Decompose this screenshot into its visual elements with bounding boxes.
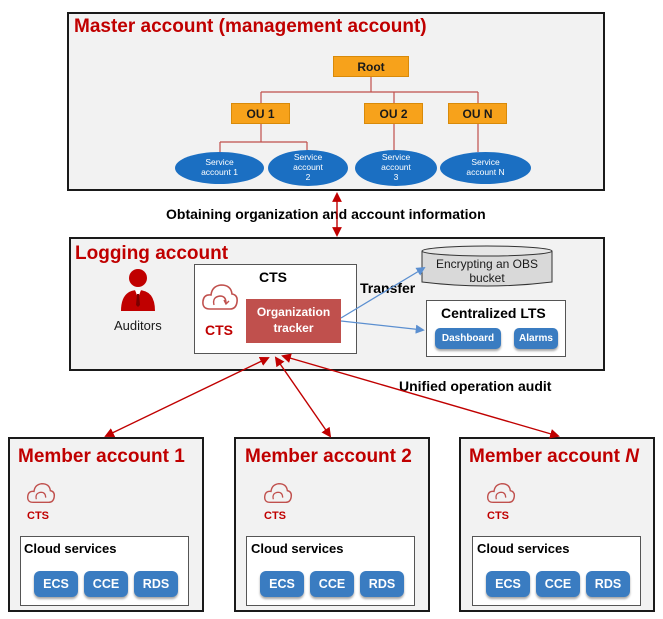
member-1-cts-icon xyxy=(26,482,56,504)
member-1-cce: CCE xyxy=(84,571,128,597)
root-node: Root xyxy=(333,56,409,77)
cts-icon-label: CTS xyxy=(205,322,233,338)
member-n-ecs: ECS xyxy=(486,571,530,597)
auditor-person-icon xyxy=(121,269,155,311)
member-2-rds: RDS xyxy=(360,571,404,597)
cts-box-title: CTS xyxy=(259,269,287,285)
member-n-rds: RDS xyxy=(586,571,630,597)
transfer-label: Transfer xyxy=(360,280,416,296)
member-1-cts-label: CTS xyxy=(27,510,49,522)
member-2-cloud-services-label: Cloud services xyxy=(251,541,344,556)
obs-bucket-cylinder xyxy=(421,245,553,287)
member-account-n-title: Member account N xyxy=(469,446,639,467)
member-n-cloud-services-label: Cloud services xyxy=(477,541,570,556)
member-1-cloud-services-label: Cloud services xyxy=(24,541,117,556)
member-2-cts-icon xyxy=(263,482,293,504)
member-n-cce: CCE xyxy=(536,571,580,597)
lts-alarms-button: Alarms xyxy=(514,328,558,349)
member-n-cts-icon xyxy=(486,482,516,504)
member-1-rds: RDS xyxy=(134,571,178,597)
cts-cloud-icon xyxy=(202,284,238,310)
auditors-label: Auditors xyxy=(114,318,162,333)
member-2-cce: CCE xyxy=(310,571,354,597)
lts-dashboard-button: Dashboard xyxy=(435,328,501,349)
member-n-cts-label: CTS xyxy=(487,510,509,522)
member-2-cts-label: CTS xyxy=(264,510,286,522)
centralized-lts-title: Centralized LTS xyxy=(441,305,546,321)
member-2-ecs: ECS xyxy=(260,571,304,597)
obtaining-info-label: Obtaining organization and account infor… xyxy=(166,206,486,222)
member-account-1-title: Member account 1 xyxy=(18,446,185,467)
member-account-2-title: Member account 2 xyxy=(245,446,412,467)
member-1-ecs: ECS xyxy=(34,571,78,597)
ou-1-node: OU 1 xyxy=(231,103,290,124)
unified-audit-label: Unified operation audit xyxy=(399,378,552,394)
logging-account-title: Logging account xyxy=(75,243,229,264)
master-account-title: Master account (management account) xyxy=(74,16,427,37)
ou-2-node: OU 2 xyxy=(364,103,423,124)
ou-n-node: OU N xyxy=(448,103,507,124)
